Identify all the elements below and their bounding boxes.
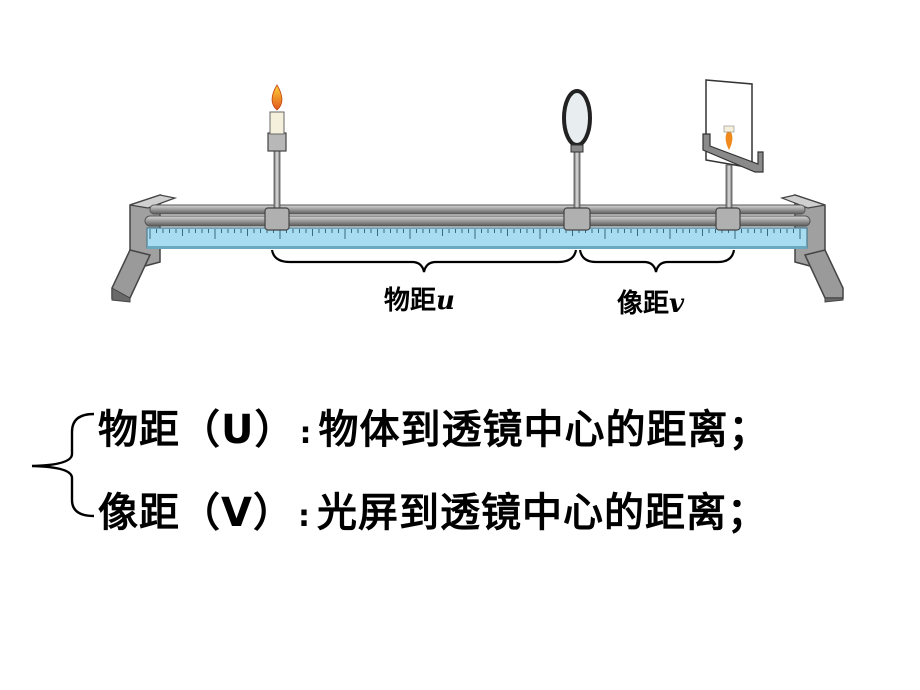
object-distance-brace: [270, 249, 578, 273]
definition-text: 光屏到透镜中心的距离；: [316, 490, 768, 536]
ruler-ticks: [149, 229, 801, 239]
inverted-image: [725, 129, 733, 150]
definition-image-distance: 像距（V）:光屏到透镜中心的距离；: [98, 480, 768, 538]
definition-colon: :: [299, 416, 313, 451]
candle: [264, 84, 290, 231]
image-distance-brace: [578, 249, 736, 273]
convex-lens: [562, 89, 592, 231]
object-distance-variable: u: [436, 286, 455, 316]
definitions-brace: [31, 412, 95, 518]
definition-term: 像距（V）: [98, 490, 294, 536]
image-distance-variable: v: [669, 289, 685, 319]
ruler: [146, 227, 808, 249]
object-distance-label: 物距u: [384, 280, 455, 317]
optical-bench-diagram: [111, 79, 844, 303]
definition-colon: :: [297, 499, 311, 534]
rails: [144, 204, 811, 227]
object-distance-prefix: 物距: [384, 286, 437, 316]
image-distance-prefix: 像距: [617, 289, 670, 319]
image-distance-label: 像距v: [617, 283, 684, 320]
definition-text: 物体到透镜中心的距离；: [318, 407, 770, 453]
light-screen: [702, 79, 764, 231]
definition-term: 物距（U）: [98, 407, 296, 453]
definition-object-distance: 物距（U）:物体到透镜中心的距离；: [98, 397, 769, 455]
candle-flame: [271, 84, 283, 111]
